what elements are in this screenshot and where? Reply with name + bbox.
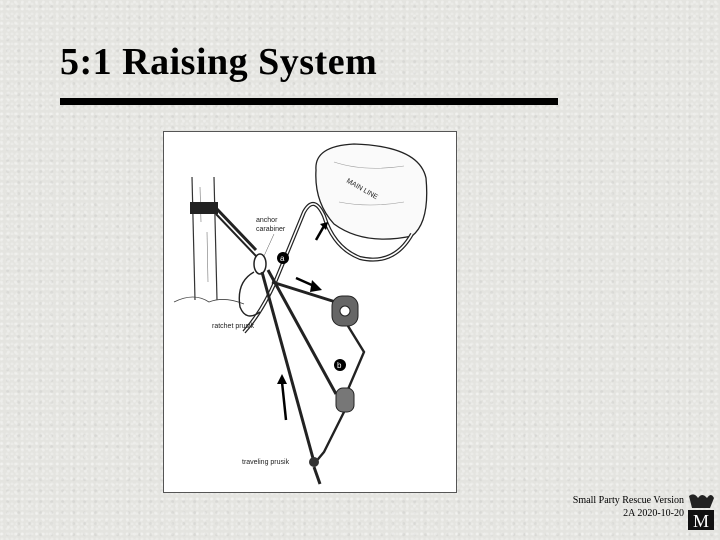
callout-b: b [334, 359, 346, 371]
traveling-prusik-knot [309, 457, 322, 485]
svg-text:M: M [693, 511, 709, 531]
label-carabiner: carabiner [256, 226, 286, 233]
label-traveling-prusik: traveling prusik [242, 459, 290, 466]
footer-line-1: Small Party Rescue Version [572, 495, 684, 506]
label-ratchet-prusik: ratchet prusik [212, 323, 255, 330]
callout-a: a [277, 252, 289, 264]
rope-leg-2 [266, 269, 338, 395]
organization-logo: M [688, 494, 714, 531]
anchor-carabiner [253, 253, 267, 275]
tree-trunk [173, 176, 245, 305]
raising-system-illustration: MAIN LINE [163, 131, 457, 493]
rope-leg-1 [260, 271, 316, 463]
direction-arrows [277, 222, 328, 421]
footer-version: Small Party Rescue Version 2A 2020-10-20 [573, 494, 684, 520]
slide-title: 5:1 Raising System [60, 41, 378, 83]
pulley-lower [313, 387, 355, 465]
title-underline [60, 98, 558, 105]
rope-diagram: MAIN LINE [173, 143, 428, 485]
footer-line-2: 2A 2020-10-20 [623, 508, 684, 519]
anchor-webbing [190, 202, 258, 257]
pulley-b [331, 295, 366, 395]
ratchet-prusik-loop [238, 271, 261, 317]
svg-text:b: b [337, 361, 342, 370]
main-line-bag: MAIN LINE [315, 143, 428, 240]
svg-text:a: a [280, 254, 285, 263]
label-anchor: anchor [256, 217, 278, 224]
